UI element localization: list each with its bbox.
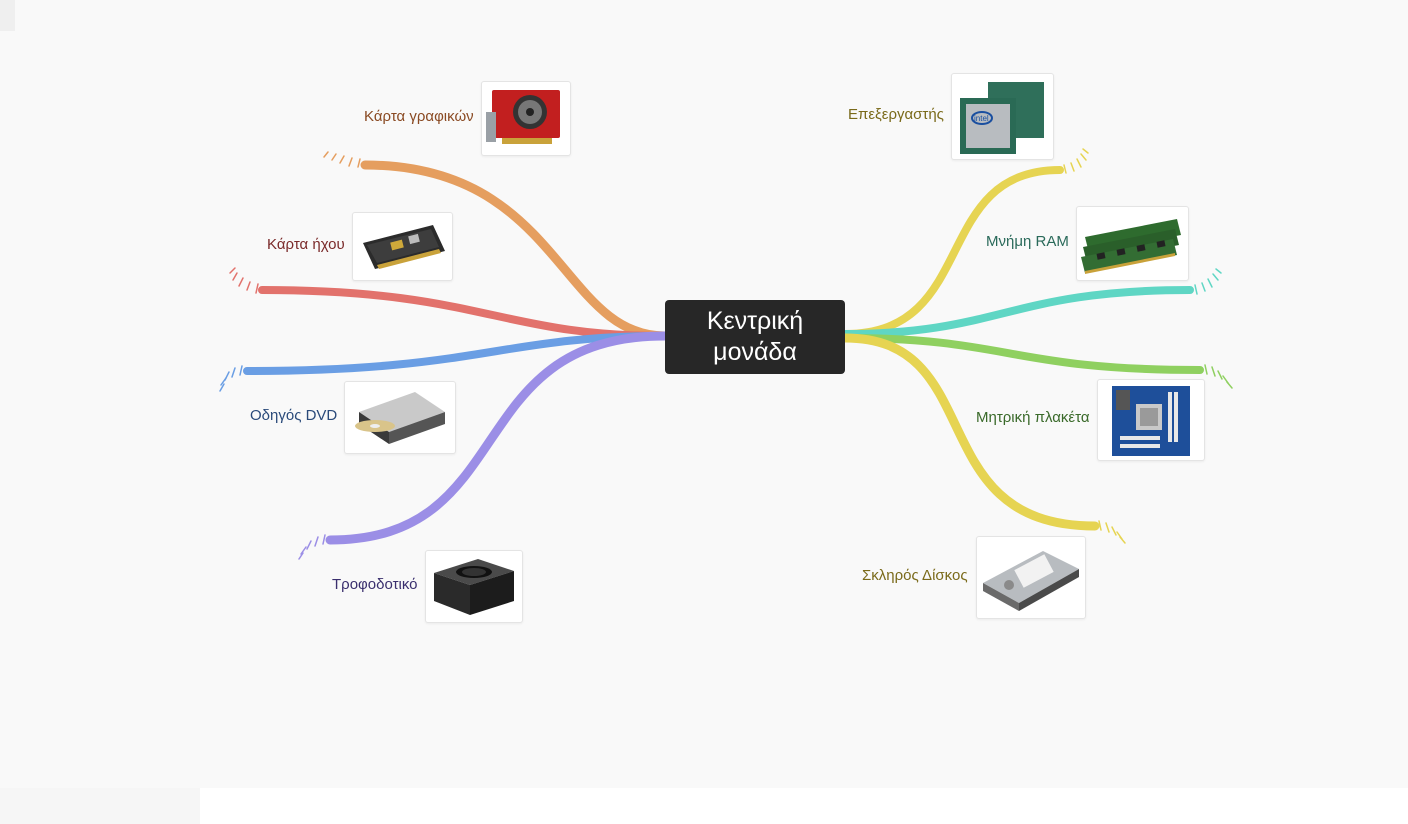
branch-line-motherboard: [841, 334, 1204, 374]
branch-label-sound[interactable]: Κάρτα ήχου: [267, 236, 345, 253]
bottom-panel: [200, 788, 1408, 824]
branch-line-psu: [325, 331, 670, 545]
dvd-drive-icon: [344, 381, 456, 454]
branch-line-cpu: [841, 166, 1064, 338]
branch-line-graphics: [360, 160, 670, 341]
branch-label-dvd[interactable]: Οδηγός DVD: [250, 407, 338, 424]
branch-label-motherboard[interactable]: Μητρική πλακέτα: [976, 409, 1090, 426]
branch-label-ram[interactable]: Μνήμη RAM: [986, 233, 1069, 250]
branch-line-dvd: [243, 332, 669, 375]
power-supply-icon: [425, 550, 523, 623]
branch-end-ticks: [219, 148, 1233, 560]
motherboard-icon: [1097, 379, 1205, 461]
hard-disk-icon: [976, 536, 1086, 619]
central-topic[interactable]: Κεντρική μονάδα: [665, 300, 845, 374]
central-topic-line2: μονάδα: [713, 338, 797, 366]
bottom-panel-left: [0, 788, 200, 824]
central-topic-line1: Κεντρική: [706, 307, 804, 335]
ram-module-icon: [1076, 206, 1189, 281]
branch-label-cpu[interactable]: Επεξεργαστής: [848, 106, 944, 123]
branch-line-sound: [258, 286, 669, 340]
branch-label-graphics[interactable]: Κάρτα γραφικών: [364, 108, 474, 125]
window-corner: [0, 0, 15, 31]
processor-icon: intel: [951, 73, 1054, 160]
branch-line-ram: [841, 286, 1194, 338]
branch-label-hdd[interactable]: Σκληρός Δίσκος: [862, 567, 968, 584]
branch-line-hdd: [840, 333, 1100, 531]
graphics-card-icon: [481, 81, 571, 156]
branch-label-psu[interactable]: Τροφοδοτικό: [332, 576, 418, 593]
svg-text:intel: intel: [974, 114, 989, 123]
sound-card-icon: [352, 212, 453, 281]
